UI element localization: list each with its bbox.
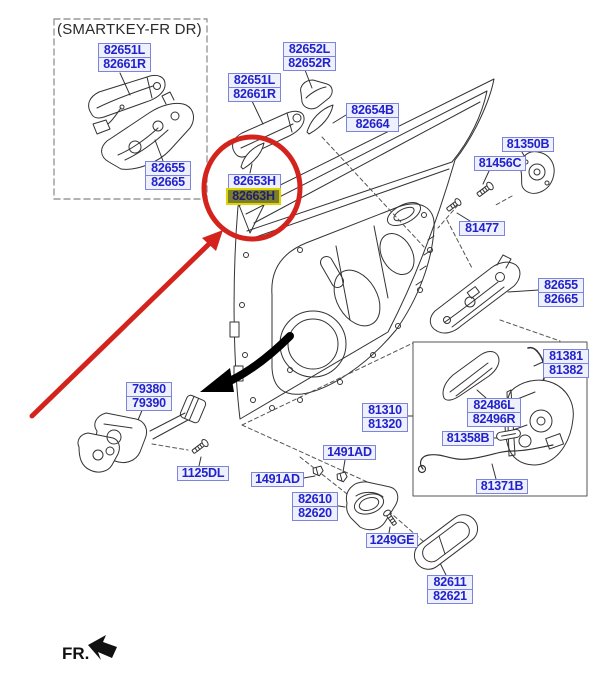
red-arrow-annotation [29, 230, 223, 419]
part-label-lock-rod[interactable]: 81358B [442, 431, 494, 446]
part-number: 82486L [467, 398, 521, 413]
part-number: 81320 [362, 417, 408, 432]
screw-1249ge-drawing [383, 509, 397, 526]
part-number: 81350B [502, 137, 554, 152]
fr-direction-label: FR. [62, 644, 90, 663]
cable-drawing [417, 444, 554, 474]
part-number: 82661R [228, 87, 281, 102]
part-number: 82664 [346, 117, 399, 132]
part-number: 82655 [145, 161, 191, 176]
part-number: 1491AD [323, 445, 376, 460]
black-flow-arrow [200, 332, 294, 392]
part-number: 81358B [442, 431, 494, 446]
screw-1125dl-drawing [191, 438, 209, 454]
part-number: 82496R [467, 412, 521, 427]
part-number: 82621 [427, 589, 473, 604]
cover-pad-drawing [240, 142, 265, 170]
leader-lines [119, 69, 544, 576]
part-number: 82663H [226, 188, 281, 205]
outside-handle-drawing [232, 110, 305, 158]
part-number: 1125DL [177, 466, 229, 481]
part-label-screw-1249ge[interactable]: 1249GE [366, 533, 418, 548]
fr-arrow-icon [88, 635, 117, 660]
part-number: 82665 [538, 292, 584, 307]
part-label-lock-cable[interactable]: 81371B [476, 479, 528, 494]
part-number: 1249GE [366, 533, 418, 548]
part-number: 81382 [543, 363, 589, 378]
part-number: 82611 [427, 575, 473, 590]
clip-upper-drawing [312, 465, 324, 477]
part-number: 79380 [126, 382, 172, 397]
part-label-striker-screw[interactable]: 81456C [474, 156, 526, 171]
handle-cover-drawing [300, 79, 333, 110]
part-label-cover-pad[interactable]: 82653H [228, 174, 281, 189]
bezel-drawing [413, 514, 479, 570]
striker-gasket-drawing [519, 151, 555, 194]
part-number: 81310 [362, 403, 408, 418]
part-label-striker-gasket[interactable]: 81350B [502, 137, 554, 152]
screw-81456c-drawing [476, 181, 494, 197]
red-circle-annotation [201, 134, 303, 242]
part-number: 82661R [98, 57, 151, 72]
lock-rod-drawing [496, 428, 521, 441]
smartkey-handle-drawing [88, 74, 166, 135]
part-number: 1491AD [251, 472, 304, 487]
part-number: 82652R [283, 56, 336, 71]
door-checker-drawing [77, 394, 207, 473]
part-number: 82652L [283, 42, 336, 57]
part-label-cover-pad-alt[interactable]: 82663H [226, 188, 281, 205]
latch-inset-box [412, 341, 588, 497]
handle-pad-drawing [306, 104, 334, 135]
part-number: 81477 [459, 221, 505, 236]
part-number: 81381 [543, 349, 589, 364]
part-number: 79390 [126, 396, 172, 411]
part-label-clip-lower[interactable]: 1491AD [251, 472, 304, 487]
part-number: 82653H [228, 174, 281, 189]
smartkey-section-title: (SMARTKEY-FR DR) [57, 21, 202, 38]
part-number: 82620 [292, 506, 338, 521]
part-number: 81456C [474, 156, 526, 171]
handle-base-drawing [429, 254, 521, 334]
smartkey-box-outline [53, 18, 208, 200]
part-number: 82665 [145, 175, 191, 190]
bolt-81477-drawing [446, 198, 462, 212]
part-number: 82655 [538, 278, 584, 293]
part-number: 82654B [346, 103, 399, 118]
part-number: 82651L [228, 73, 281, 88]
clip-lower-drawing [336, 471, 348, 483]
part-number: 81371B [476, 479, 528, 494]
inside-handle-drawing [345, 481, 399, 531]
part-label-bolt[interactable]: 81477 [459, 221, 505, 236]
part-number: 82610 [292, 492, 338, 507]
handle-grip-drawing [442, 351, 500, 401]
part-label-screw-1125dl[interactable]: 1125DL [177, 466, 229, 481]
part-label-clip-upper[interactable]: 1491AD [323, 445, 376, 460]
part-number: 82651L [98, 43, 151, 58]
